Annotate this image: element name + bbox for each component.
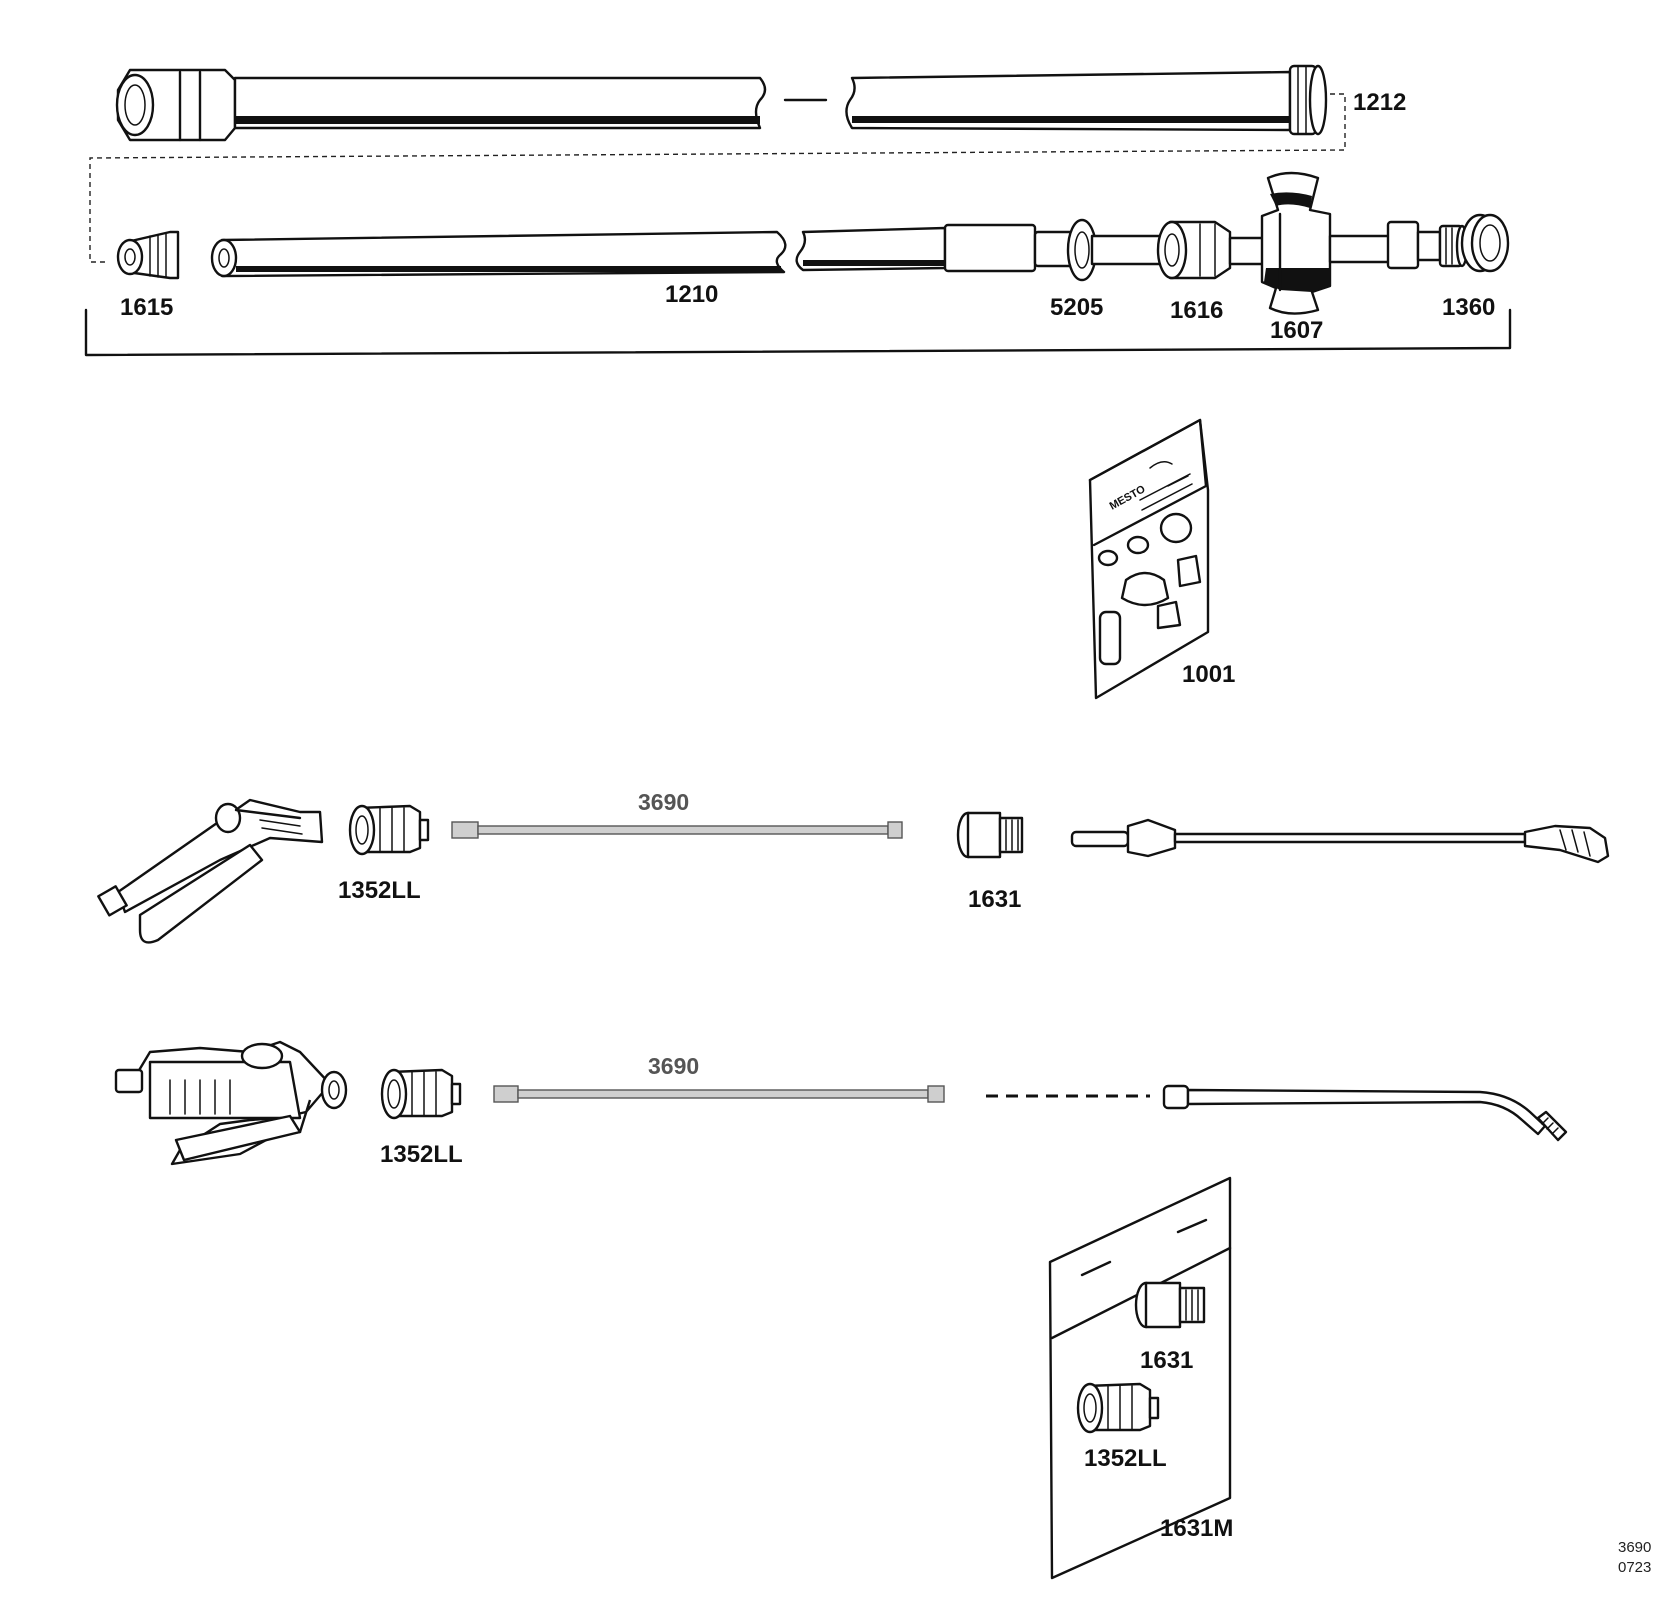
part-5205-coupling bbox=[943, 218, 1164, 282]
label-1001: 1001 bbox=[1182, 661, 1235, 688]
label-1616: 1616 bbox=[1170, 297, 1223, 324]
part-1615-nozzle-cap bbox=[116, 230, 180, 280]
part-1210-lance-tube bbox=[210, 226, 947, 278]
part-3690-extension-b bbox=[493, 1085, 945, 1103]
part-1607-shutoff-valve bbox=[1260, 171, 1469, 315]
part-1001-seal-kit: MESTO bbox=[1088, 418, 1210, 700]
part-1352LL-cap-b bbox=[380, 1068, 462, 1120]
spray-wand-curved bbox=[1162, 1084, 1568, 1142]
label-1212: 1212 bbox=[1353, 89, 1406, 116]
label-1352LL-b: 1352LL bbox=[380, 1141, 463, 1168]
label-3690-a: 3690 bbox=[638, 789, 689, 815]
label-1352LL-c: 1352LL bbox=[1084, 1445, 1167, 1472]
part-1352LL-cap-c bbox=[1076, 1382, 1160, 1434]
label-1631-a: 1631 bbox=[968, 886, 1021, 913]
part-1360-washer bbox=[1460, 213, 1510, 273]
label-5205: 5205 bbox=[1050, 294, 1103, 321]
doc-code-line-1: 3690 bbox=[1618, 1539, 1651, 1556]
assembly-bracket bbox=[84, 308, 1512, 357]
part-1616-nut bbox=[1156, 220, 1292, 280]
part-1212-extension-tube bbox=[115, 64, 1328, 142]
part-3690-extension-a bbox=[451, 821, 903, 839]
spray-gun-handle-a bbox=[97, 798, 324, 944]
connector-dashed-line bbox=[89, 93, 1346, 263]
label-1631M: 1631M bbox=[1160, 1515, 1233, 1542]
label-1607: 1607 bbox=[1270, 317, 1323, 344]
doc-code-line-2: 0723 bbox=[1618, 1559, 1651, 1576]
label-1360: 1360 bbox=[1442, 294, 1495, 321]
part-1631M-kit-card bbox=[1048, 1176, 1232, 1580]
label-1352LL-a: 1352LL bbox=[338, 877, 421, 904]
part-1631-adapter-a bbox=[956, 811, 1024, 859]
label-1615: 1615 bbox=[120, 294, 173, 321]
spray-gun-handle-b bbox=[114, 1040, 348, 1166]
label-1210: 1210 bbox=[665, 281, 718, 308]
part-1631-adapter-b bbox=[1134, 1281, 1206, 1329]
spray-wand-adjustable-nozzle bbox=[1070, 818, 1610, 864]
label-1631-b: 1631 bbox=[1140, 1347, 1193, 1374]
label-3690-b: 3690 bbox=[648, 1053, 699, 1079]
part-1352LL-cap-a bbox=[348, 804, 430, 856]
